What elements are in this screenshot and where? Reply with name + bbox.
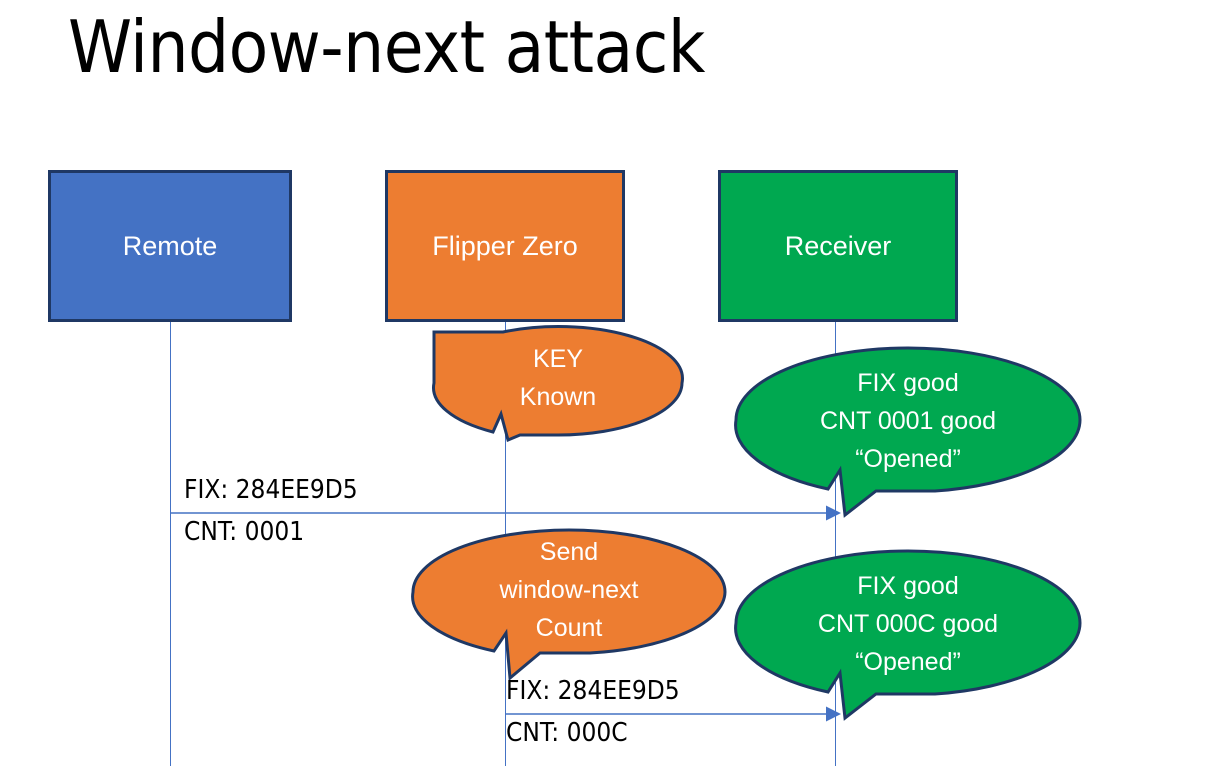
message-label-cnt-flipper-to-receiver: CNT: 000C [506, 718, 628, 748]
actor-label-remote: Remote [122, 230, 218, 261]
actor-box-flipper[interactable]: Flipper Zero [385, 170, 625, 322]
actor-label-receiver: Receiver [784, 230, 892, 261]
callout-shape-receiver-first-open[interactable] [734, 346, 1082, 518]
message-label-cnt-remote-to-receiver: CNT: 0001 [184, 517, 305, 547]
page-title: Window-next attack [68, 5, 705, 89]
callout-shape-flipper-send-window-next[interactable] [411, 528, 727, 681]
lifeline-receiver [835, 322, 836, 766]
callout-shape-flipper-key-known[interactable] [432, 325, 684, 443]
lifeline-remote [170, 322, 171, 766]
actor-box-remote[interactable]: Remote [48, 170, 292, 322]
message-label-fix-flipper-to-receiver: FIX: 284EE9D5 [506, 676, 680, 706]
actor-box-receiver[interactable]: Receiver [718, 170, 958, 322]
callout-shape-receiver-second-open[interactable] [734, 549, 1082, 721]
actor-label-flipper: Flipper Zero [432, 230, 578, 261]
message-label-fix-remote-to-receiver: FIX: 284EE9D5 [184, 475, 358, 505]
